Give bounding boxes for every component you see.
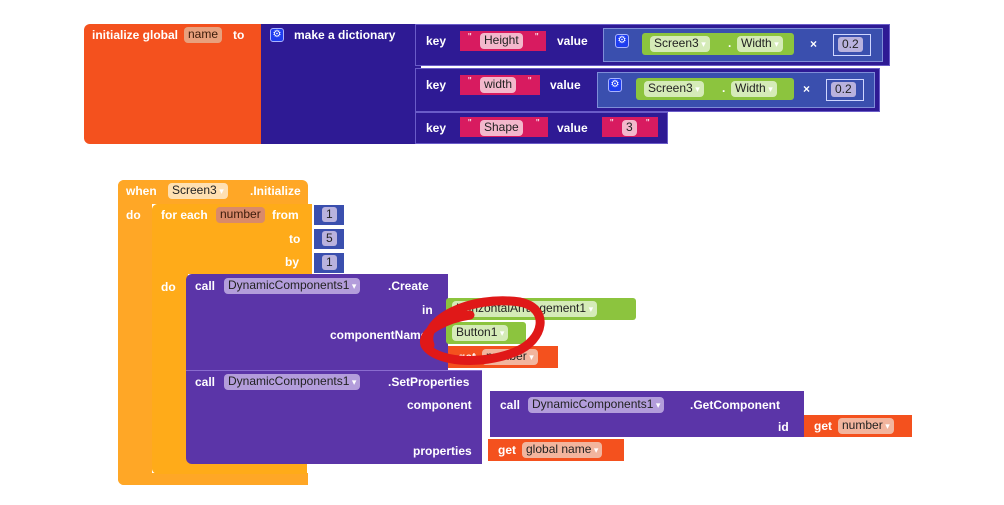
loop-var-field[interactable]: number — [216, 207, 265, 223]
event-name-label: .Initialize — [250, 184, 301, 198]
when-label: when — [126, 184, 157, 198]
pair-key-label: key — [426, 78, 447, 92]
pair-value-label: value — [557, 34, 588, 48]
loop-do-label: do — [161, 280, 176, 294]
component-label: component — [407, 398, 472, 412]
from-value[interactable]: 1 — [322, 207, 337, 222]
setprops-component-dropdown[interactable]: DynamicComponents1 — [224, 374, 361, 390]
from-label: from — [272, 208, 299, 222]
global-name-dropdown[interactable]: global name — [522, 442, 603, 458]
property-dropdown[interactable]: Width — [737, 36, 783, 52]
do-label: do — [126, 208, 141, 222]
quote-icon: " — [536, 118, 540, 129]
make-dictionary-label: make a dictionary — [294, 28, 396, 42]
loop-bottom-bar — [152, 462, 307, 474]
quote-icon: " — [468, 32, 472, 43]
button1-dropdown[interactable]: Button1 — [452, 325, 509, 341]
inner-call-label: call — [500, 398, 521, 412]
quote-icon: " — [468, 118, 472, 129]
getcomponent-method-label: .GetComponent — [690, 398, 780, 412]
create-method-label: .Create — [388, 279, 429, 293]
text-value-height[interactable]: Height — [480, 33, 523, 49]
to-label: to — [233, 28, 245, 42]
red-annotation-circle — [420, 296, 545, 365]
factor-value[interactable]: 0.2 — [831, 82, 856, 97]
loop-left-bar — [152, 204, 188, 474]
id-var-dropdown[interactable]: number — [838, 418, 894, 434]
component-dropdown[interactable]: Screen3 — [644, 81, 704, 97]
pair-key-label: key — [426, 34, 447, 48]
for-each-label: for each — [161, 208, 208, 222]
make-dictionary-block[interactable] — [261, 24, 421, 144]
annotation-stroke — [420, 296, 545, 365]
initialize-global-label: initialize global — [92, 28, 179, 42]
call-label: call — [195, 279, 216, 293]
initialize-global-block[interactable] — [84, 24, 264, 144]
event-bottom-bar — [118, 473, 308, 485]
quote-icon: " — [535, 32, 539, 43]
component-dropdown[interactable]: Screen3 — [650, 36, 710, 52]
to-value[interactable]: 5 — [322, 231, 337, 246]
in-label: in — [422, 303, 433, 317]
pair-value-label: value — [557, 121, 588, 135]
text-value-shape[interactable]: Shape — [480, 120, 523, 136]
pair-key-label: key — [426, 121, 447, 135]
event-component-dropdown[interactable]: Screen3 — [168, 183, 228, 199]
multiply-operator: × — [803, 82, 811, 96]
text-value-3[interactable]: 3 — [622, 120, 637, 136]
multiply-operator: × — [810, 37, 818, 51]
id-label: id — [778, 420, 789, 434]
quote-icon: " — [610, 118, 614, 129]
call-label: call — [195, 375, 216, 389]
to-label: to — [289, 232, 301, 246]
component-name-label: componentName — [330, 328, 428, 342]
quote-icon: " — [528, 76, 532, 87]
global-var-name-field[interactable]: name — [184, 27, 223, 43]
dot-label: . — [722, 81, 726, 95]
get-label: get — [498, 443, 516, 457]
factor-value[interactable]: 0.2 — [838, 37, 863, 52]
property-dropdown[interactable]: Width — [731, 81, 777, 97]
create-component-dropdown[interactable]: DynamicComponents1 — [224, 278, 361, 294]
mutator-gear-icon[interactable]: ⚙ — [608, 78, 622, 92]
properties-label: properties — [413, 444, 472, 458]
quote-icon: " — [468, 76, 472, 87]
getcomponent-dropdown[interactable]: DynamicComponents1 — [528, 397, 665, 413]
event-left-bar — [118, 180, 152, 485]
pair-value-label: value — [550, 78, 581, 92]
mutator-gear-icon[interactable]: ⚙ — [270, 28, 284, 42]
mutator-gear-icon[interactable]: ⚙ — [615, 34, 629, 48]
by-value[interactable]: 1 — [322, 255, 337, 270]
get-label: get — [814, 419, 832, 433]
setprops-method-label: .SetProperties — [388, 375, 470, 389]
dot-label: . — [728, 36, 732, 50]
quote-icon: " — [646, 118, 650, 129]
by-label: by — [285, 255, 300, 269]
text-value-width[interactable]: width — [480, 77, 517, 93]
